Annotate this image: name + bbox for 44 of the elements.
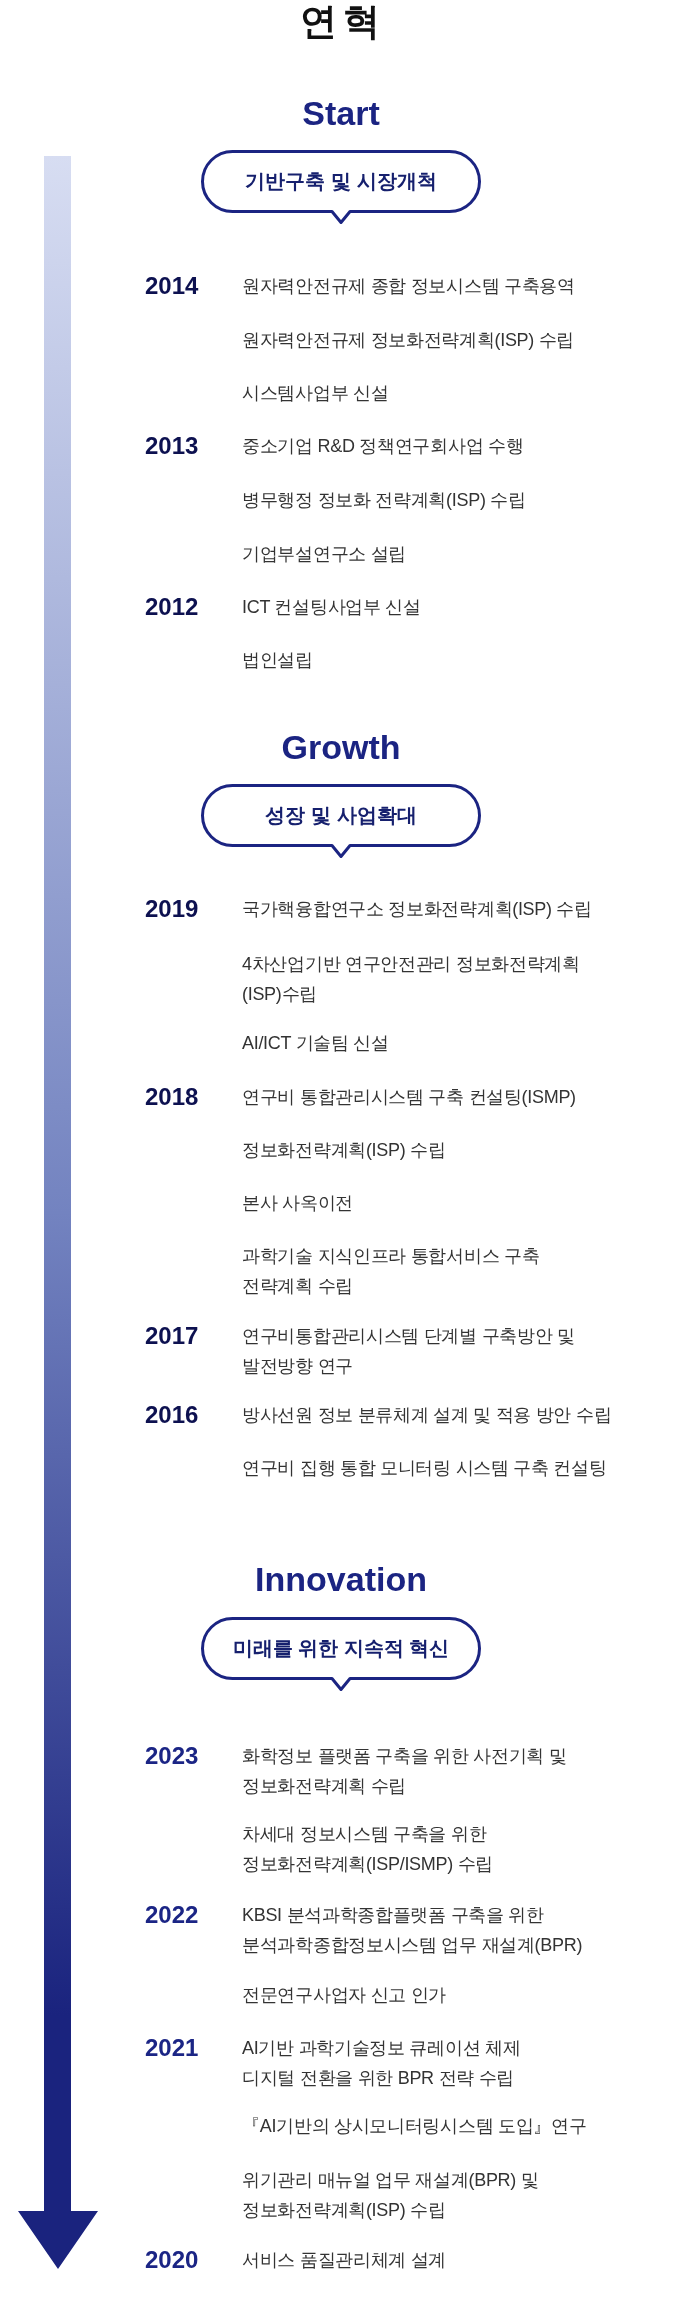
speech-bubble: 성장 및 사업확대	[201, 784, 481, 859]
year-label: 2023	[145, 1741, 199, 1771]
year-label: 2022	[145, 1900, 199, 1930]
milestone-text: ICT 컨설팅사업부 신설	[242, 596, 421, 619]
milestone-text: 서비스 품질관리체계 설계	[242, 2249, 447, 2272]
milestone-text: 전문연구사업자 신고 인가	[242, 1984, 447, 2007]
year-label: 2012	[145, 592, 199, 622]
milestone-text: 중소기업 R&D 정책연구회사업 수행	[242, 435, 524, 458]
year-label: 2018	[145, 1082, 199, 1112]
milestone-text: 과학기술 지식인프라 통합서비스 구축 전략계획 수립	[242, 1245, 541, 1298]
year-label: 2014	[145, 271, 199, 301]
milestone-text: 차세대 정보시스템 구축을 위한 정보화전략계획(ISP/ISMP) 수립	[242, 1823, 494, 1876]
milestone-text: 연구비 통합관리시스템 구축 컨설팅(ISMP)	[242, 1086, 576, 1109]
section-heading: Innovation	[255, 1559, 427, 1599]
section-heading: Growth	[281, 727, 401, 767]
milestone-text: 연구비통합관리시스템 단계별 구축방안 및 발전방향 연구	[242, 1325, 576, 1378]
milestone-text: 본사 사옥이전	[242, 1192, 353, 1215]
milestone-text: 『AI기반의 상시모니터링시스템 도입』연구	[242, 2115, 587, 2138]
milestone-text: AI/ICT 기술팀 신설	[242, 1032, 389, 1055]
milestone-text: 연구비 집행 통합 모니터링 시스템 구축 컨설팅	[242, 1457, 607, 1480]
section-heading: Start	[302, 93, 380, 133]
year-label: 2016	[145, 1400, 199, 1430]
year-label: 2019	[145, 894, 199, 924]
year-label: 2020	[145, 2245, 199, 2275]
milestone-text: 정보화전략계획(ISP) 수립	[242, 1139, 446, 1162]
milestone-text: 기업부설연구소 설립	[242, 543, 406, 566]
milestone-text: 화학정보 플랫폼 구축을 위한 사전기획 및 정보화전략계획 수립	[242, 1745, 568, 1798]
milestone-text: AI기반 과학기술정보 큐레이션 체제 디지털 전환을 위한 BPR 전략 수립	[242, 2037, 522, 2090]
milestone-text: 국가핵융합연구소 정보화전략계획(ISP) 수립	[242, 898, 592, 921]
speech-bubble: 미래를 위한 지속적 혁신	[201, 1617, 481, 1692]
year-label: 2017	[145, 1321, 199, 1351]
milestone-text: 4차산업기반 연구안전관리 정보화전략계획 (ISP)수립	[242, 953, 581, 1006]
milestone-text: 법인설립	[242, 649, 313, 672]
milestone-text: 원자력안전규제 정보화전략계획(ISP) 수립	[242, 329, 575, 352]
year-label: 2013	[145, 431, 199, 461]
speech-bubble: 기반구축 및 시장개척	[201, 150, 481, 225]
milestone-text: 시스템사업부 신설	[242, 382, 389, 405]
milestone-text: KBSI 분석과학종합플랫폼 구축을 위한 분석과학종합정보시스템 업무 재설계(BPR)	[242, 1904, 584, 1957]
milestone-text: 위기관리 매뉴얼 업무 재설계(BPR) 및 정보화전략계획(ISP) 수립	[242, 2169, 540, 2222]
page-title: 연혁	[300, 0, 386, 44]
milestone-text: 방사선원 정보 분류체계 설계 및 적용 방안 수립	[242, 1404, 612, 1427]
milestone-text: 원자력안전규제 종합 정보시스템 구축용역	[242, 275, 575, 298]
year-label: 2021	[145, 2033, 199, 2063]
milestone-text: 병무행정 정보화 전략계획(ISP) 수립	[242, 489, 526, 512]
